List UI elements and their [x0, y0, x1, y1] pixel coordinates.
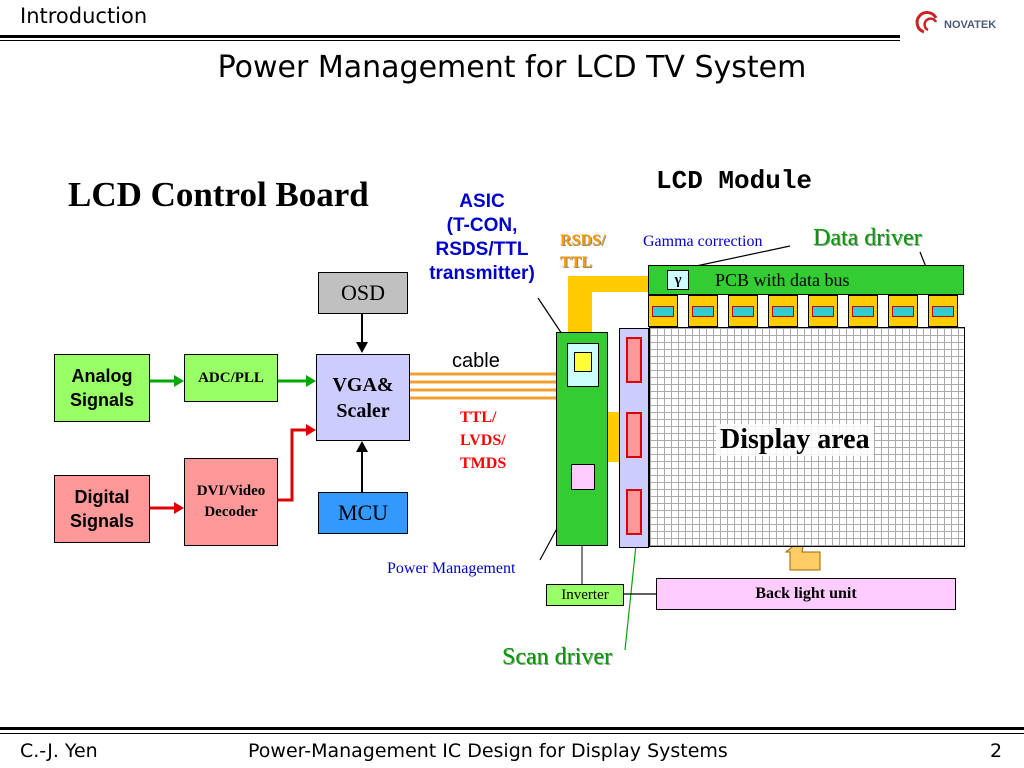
dvi-decoder-box: DVI/Video Decoder: [184, 458, 278, 546]
inverter-box: Inverter: [546, 584, 624, 606]
inverter-label: Inverter: [561, 586, 609, 603]
data-driver-chip: [768, 295, 798, 327]
footer-rule-thin: [0, 733, 1024, 734]
digital-line-2: Signals: [69, 511, 135, 531]
pcb-label: PCB with data bus: [715, 270, 850, 290]
asic-line-4: transmitter): [429, 263, 535, 284]
vga-line-2: Scaler: [336, 399, 390, 422]
dvi-line-1: DVI/Video: [196, 483, 266, 499]
osd-box: OSD: [318, 272, 408, 314]
footer-author: C.-J. Yen: [20, 740, 98, 762]
data-driver-chip-core: [932, 306, 954, 317]
display-area-label: Display area: [716, 424, 874, 456]
backlight-unit-box: Back light unit: [656, 578, 956, 610]
dvi-line-2: Decoder: [204, 504, 258, 520]
asic-line-2: (T-CON,: [446, 215, 518, 236]
scan-connector: [606, 412, 620, 462]
display-area: Display area: [649, 327, 965, 547]
data-driver-chip: [688, 295, 718, 327]
scan-driver-pointer: [624, 544, 637, 651]
scan-chip-2: [626, 412, 642, 458]
adc-pll-box: ADC/PLL: [184, 354, 278, 402]
asic-line-1: ASIC: [459, 191, 505, 212]
cable-label: cable: [452, 350, 500, 372]
data-driver-chip: [888, 295, 918, 327]
osd-label: OSD: [340, 280, 385, 305]
gamma-correction-label: Gamma correction: [643, 233, 763, 250]
page-title: Power Management for LCD TV System: [217, 50, 807, 85]
scan-chip-1: [626, 337, 642, 383]
data-driver-chip-core: [812, 306, 834, 317]
analog-line-2: Signals: [69, 390, 135, 410]
ttl-lvds-tmds-label: TTL/ LVDS/ TMDS: [460, 406, 506, 475]
data-driver-chip-core: [732, 306, 754, 317]
logo-text: NOVATEK: [944, 19, 997, 31]
scan-driver-label: Scan driver: [502, 644, 612, 670]
data-driver-chip: [928, 295, 958, 327]
asic-line-3: RSDS/TTL: [435, 239, 529, 260]
footer-course: Power-Management IC Design for Display S…: [248, 740, 728, 762]
footer-page-number: 2: [990, 740, 1003, 762]
mcu-box: MCU: [318, 492, 408, 534]
power-mgmt-chip: [571, 464, 595, 490]
rsds-label: RSDS/ TTL: [560, 230, 605, 274]
header-rule-thick: [0, 35, 900, 38]
power-management-label: Power Management: [387, 560, 516, 577]
data-driver-chip: [728, 295, 758, 327]
digital-signals-box: Digital Signals: [54, 475, 150, 543]
rsds-line-1: RSDS/: [560, 232, 606, 249]
data-driver-chip: [808, 295, 838, 327]
adc-pll-label: ADC/PLL: [198, 369, 264, 386]
mcu-label: MCU: [337, 500, 389, 525]
data-driver-chip-core: [692, 306, 714, 317]
rsds-connector-horizontal: [568, 276, 652, 292]
data-driver-chip: [648, 295, 678, 327]
tcon-board: [556, 332, 608, 546]
dvi-vga-arrow: [278, 428, 308, 502]
ttl-line-2: LVDS/: [460, 432, 506, 449]
scan-chip-3: [626, 489, 642, 535]
data-driver-chip-core: [772, 306, 794, 317]
asic-chip: [567, 343, 599, 387]
ttl-line-3: TMDS: [460, 455, 507, 472]
novatek-logo: NOVATEK: [910, 8, 1020, 38]
scan-driver-panel: [619, 328, 649, 548]
pcb-data-bus: γ PCB with data bus: [648, 265, 964, 295]
control-board-title: LCD Control Board: [68, 175, 369, 214]
analog-signals-box: Analog Signals: [54, 354, 150, 422]
data-driver-label: Data driver: [813, 225, 922, 251]
data-driver-row: [648, 295, 964, 327]
data-driver-chip: [848, 295, 878, 327]
ttl-line-1: TTL/: [460, 409, 497, 426]
vga-line-1: VGA&: [332, 373, 394, 396]
analog-line-1: Analog: [71, 366, 133, 386]
vga-scaler-box: VGA& Scaler: [316, 354, 410, 441]
asic-chip-core: [574, 352, 592, 372]
footer-rule-thick: [0, 727, 1024, 730]
data-driver-chip-core: [892, 306, 914, 317]
backlight-label: Back light unit: [755, 585, 857, 602]
gamma-chip: γ: [667, 270, 689, 290]
digital-line-1: Digital: [74, 487, 130, 507]
data-driver-chip-core: [852, 306, 874, 317]
rsds-line-2: TTL: [560, 254, 593, 271]
lcd-module-title: LCD Module: [656, 166, 813, 196]
section-title: Introduction: [20, 4, 148, 28]
novatek-logo-icon: [915, 10, 938, 34]
asic-label: ASIC (T-CON, RSDS/TTL transmitter): [412, 190, 552, 286]
header-rule-thin: [0, 40, 900, 41]
data-driver-chip-core: [652, 306, 674, 317]
